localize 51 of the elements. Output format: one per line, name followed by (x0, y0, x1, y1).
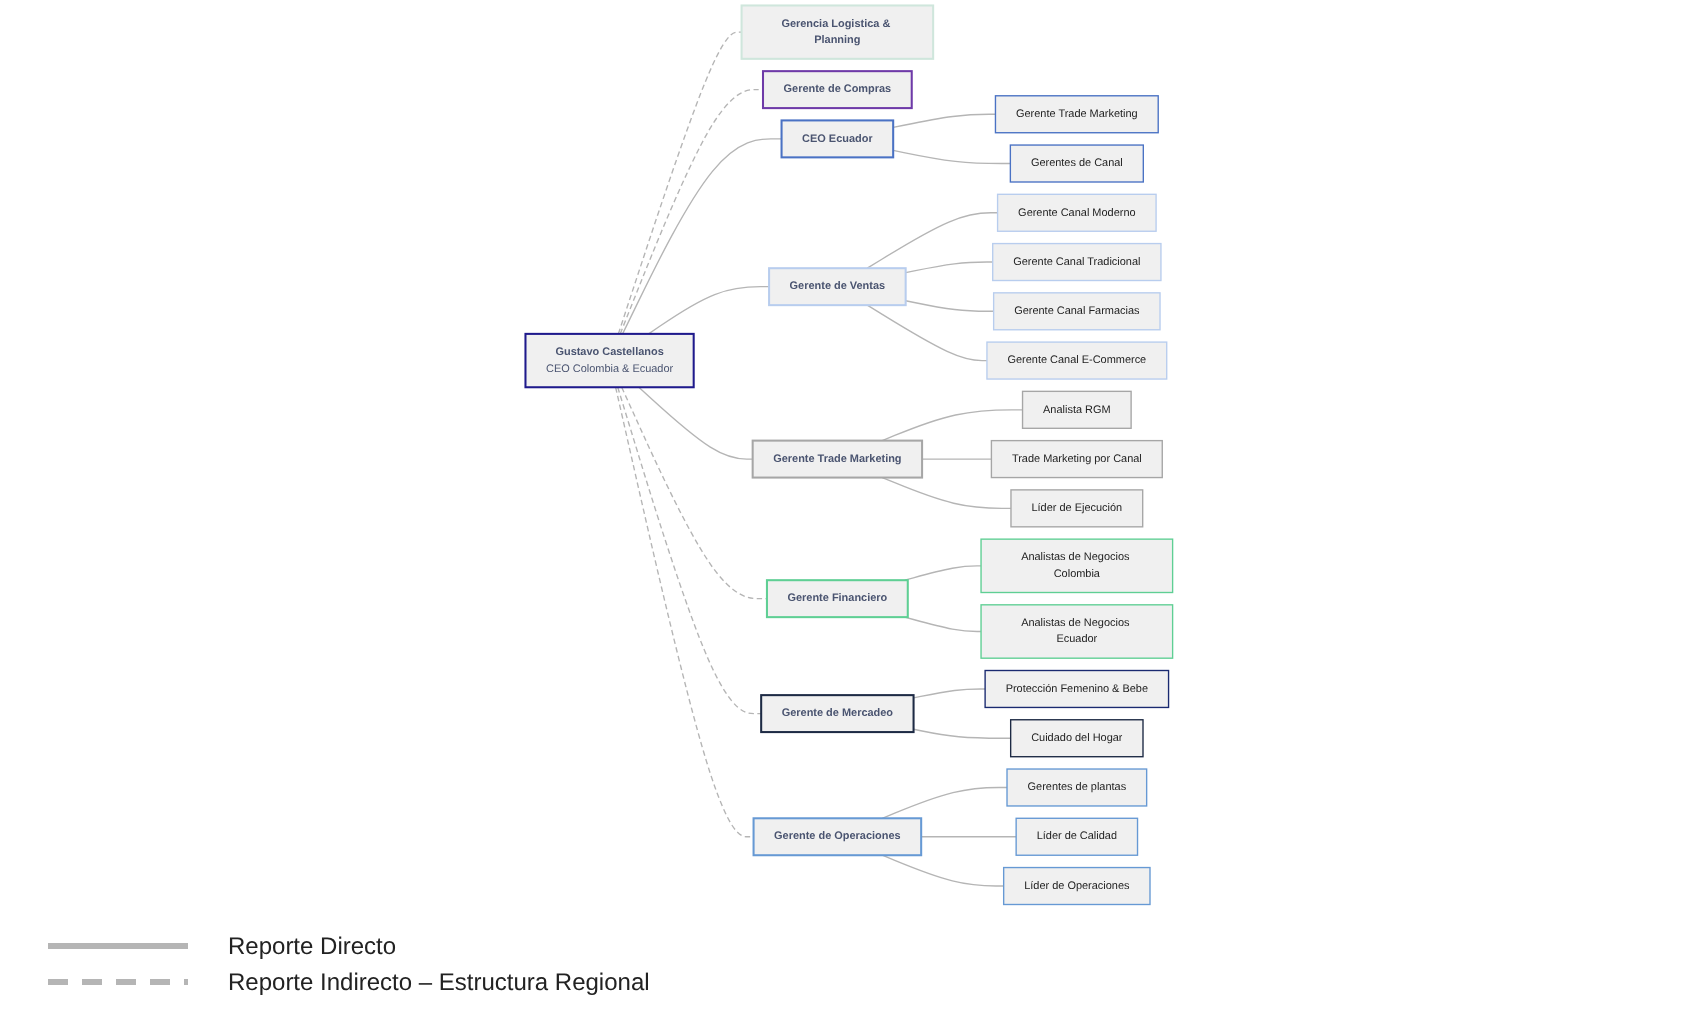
node-box (760, 694, 915, 734)
connector (620, 386, 768, 600)
node-box (986, 341, 1168, 380)
connector (903, 616, 982, 633)
connector (892, 113, 997, 129)
node-box (1015, 817, 1139, 856)
connector (920, 836, 1017, 838)
connector (619, 88, 764, 335)
connector (617, 386, 762, 715)
connector (904, 261, 994, 274)
connector (892, 149, 1011, 165)
node-box (1009, 144, 1144, 183)
node-box (761, 70, 913, 110)
node-box (765, 579, 909, 619)
node-box (991, 242, 1162, 282)
connector (638, 386, 754, 460)
node-box (980, 604, 1174, 659)
node-box (984, 669, 1170, 709)
connector (621, 138, 783, 335)
legend-text: Reporte Directo (228, 932, 397, 960)
connector (912, 728, 1012, 739)
node-box (751, 439, 924, 479)
node-box (1021, 390, 1132, 429)
node-box (980, 538, 1174, 594)
legend-text: Reporte Indirecto – Estructura Regional (228, 968, 650, 996)
connector (866, 304, 988, 362)
connector (881, 409, 1024, 442)
node-box (1009, 719, 1144, 758)
node-box (994, 95, 1159, 134)
connector (647, 286, 770, 335)
node-box (524, 332, 695, 389)
connector (912, 688, 986, 699)
node-box (740, 4, 935, 60)
connector (866, 212, 999, 269)
connector (881, 476, 1012, 510)
connector (904, 300, 995, 312)
node-box (1006, 768, 1148, 807)
connector (881, 786, 1008, 819)
node-box (996, 193, 1157, 232)
node-box (780, 119, 895, 159)
connector (881, 854, 1005, 887)
connector (617, 31, 743, 335)
node-box (768, 267, 907, 307)
node-box (992, 292, 1161, 331)
node-box (1010, 489, 1144, 528)
node-box (1002, 866, 1151, 906)
connector (614, 386, 755, 838)
node-box (990, 439, 1163, 479)
connector (903, 565, 982, 581)
connector (921, 458, 993, 460)
node-box (752, 817, 923, 857)
